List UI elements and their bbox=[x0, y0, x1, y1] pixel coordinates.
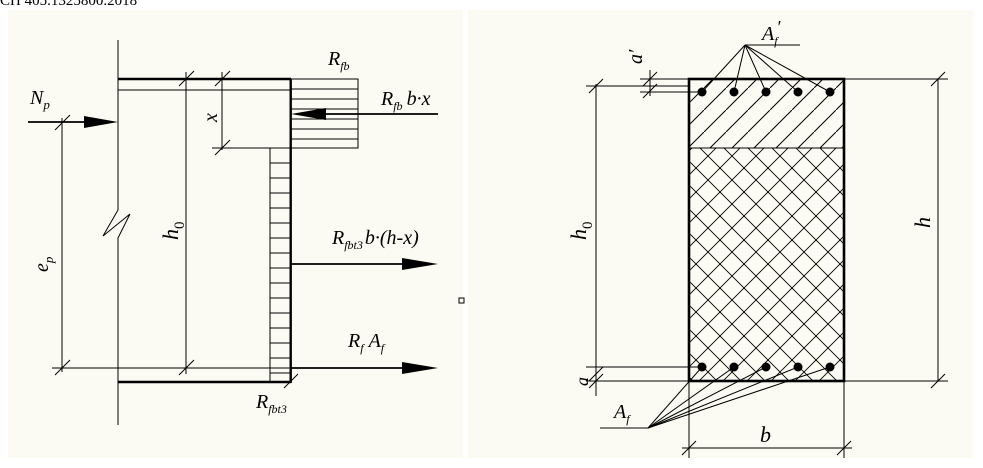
rfbt3-arrowhead bbox=[402, 258, 438, 270]
rfbx-arrowhead bbox=[291, 108, 326, 120]
af-bottom-label: Af bbox=[612, 401, 631, 426]
ep-label: ep bbox=[31, 256, 56, 272]
b-label: b bbox=[760, 422, 771, 447]
a-label: a bbox=[572, 377, 592, 386]
af-top-label: Af′ bbox=[760, 17, 782, 48]
tension-zone-hatch bbox=[689, 148, 844, 381]
left-panel-bg bbox=[8, 10, 463, 458]
a-prime-label: a′ bbox=[625, 49, 647, 64]
left-section-diagram bbox=[28, 40, 438, 425]
h-label: h bbox=[910, 217, 935, 228]
np-label: Np bbox=[29, 87, 50, 112]
rfb-label: Rfb bbox=[327, 48, 350, 73]
center-marker bbox=[458, 297, 465, 304]
rfbt3-bottom-label: Rfbt3 bbox=[255, 391, 287, 416]
h0-label-right: h0 bbox=[566, 222, 596, 241]
section-outline bbox=[687, 77, 846, 383]
section-break-line bbox=[102, 40, 131, 425]
top-af-leaders bbox=[701, 44, 831, 93]
x-label: x bbox=[200, 113, 222, 123]
rfaf-arrowhead bbox=[402, 362, 438, 374]
tension-stress-block bbox=[269, 147, 292, 383]
right-cross-section bbox=[586, 44, 948, 458]
document-reference: СП 405.1325800.2018 bbox=[0, 0, 138, 9]
np-arrowhead bbox=[84, 116, 118, 128]
h0-label-left: h0 bbox=[158, 222, 188, 241]
tension-block-hatch bbox=[270, 162, 291, 374]
bottom-af-leaders bbox=[600, 366, 831, 429]
